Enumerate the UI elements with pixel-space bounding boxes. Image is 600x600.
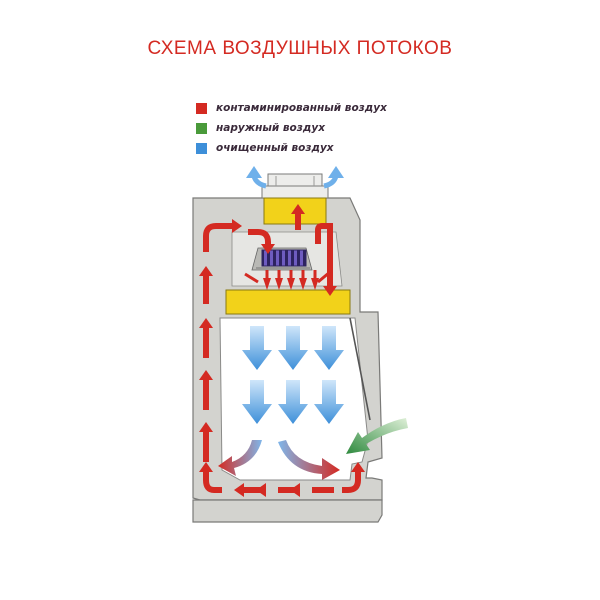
legend-item-outside: наружный воздух [196,118,387,138]
clean-arrow [278,326,308,370]
exhaust-housing-base [261,185,329,199]
outside-air-inflow [346,418,408,454]
contaminated-arrowheads [199,204,365,497]
exhaust-arrowhead-right [328,166,344,178]
cabinet-base [192,499,383,523]
clean-air-downflow [242,326,344,424]
front-sash [349,317,371,421]
legend-item-contaminated: контаминированный воздух [196,98,387,118]
fan-blower [261,249,307,267]
legend-swatch-contaminated [196,102,207,114]
legend-label-clean: очищенный воздух [216,142,334,154]
legend-label-outside: наружный воздух [216,122,325,134]
legend: контаминированный воздух наружный воздух… [196,98,387,158]
fan [251,247,313,271]
clean-arrow [242,380,272,424]
clean-arrow [242,326,272,370]
legend-item-clean: очищенный воздух [196,138,387,158]
legend-swatch-outside [196,122,207,134]
contaminated-air-flow [203,214,361,493]
legend-label-contaminated: контаминированный воздух [216,102,387,114]
mixed-flow-right [278,440,340,480]
diagram-title: СХЕМА ВОЗДУШНЫХ ПОТОКОВ [147,38,453,59]
legend-swatch-clean [196,142,207,154]
fan-down-shafts [244,270,331,284]
mixed-flow-left [218,440,262,476]
clean-arrow [314,380,344,424]
exhaust-arrowhead-left [246,166,262,178]
clean-arrow [314,326,344,370]
clean-arrow [278,380,308,424]
